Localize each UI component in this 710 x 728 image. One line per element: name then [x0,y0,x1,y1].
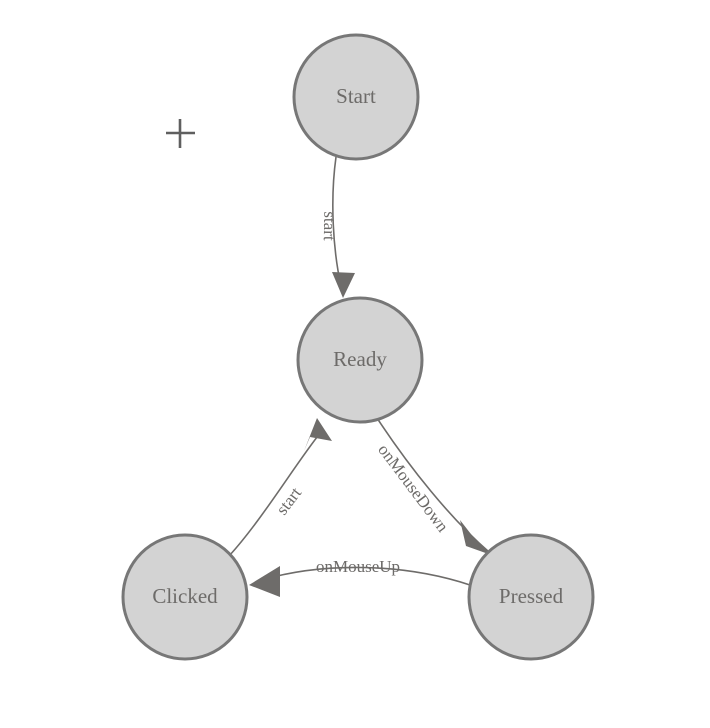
node-pressed-label: Pressed [499,584,564,608]
arrowhead-ready-to-pressed [460,520,494,556]
edge-label-start-to-ready: start [320,211,340,241]
node-start-label: Start [336,84,376,108]
arrowhead-pressed-to-clicked [249,566,280,597]
edge-path-pressed-to-clicked[interactable] [261,566,471,586]
node-ready[interactable]: Ready [296,296,424,424]
edge-pressed-to-clicked[interactable]: onMouseUp [249,557,471,597]
edge-label-ready-to-pressed: onMouseDown [374,440,453,536]
plus-crosshair-icon [166,119,195,148]
edge-ready-to-pressed[interactable]: onMouseDown [374,417,494,556]
edge-label-clicked-to-ready: start [272,483,305,518]
edge-path-ready-to-pressed[interactable] [376,417,490,553]
arrowhead-clicked-to-ready [304,418,332,451]
node-start-circle[interactable] [292,33,420,161]
node-pressed-circle[interactable] [467,533,595,661]
edge-start-to-ready[interactable]: start [320,156,355,298]
edge-label-pressed-to-clicked: onMouseUp [316,557,400,576]
node-clicked-circle[interactable] [121,533,249,661]
edge-path-clicked-to-ready[interactable] [228,431,322,557]
node-pressed[interactable]: Pressed [467,533,595,661]
node-clicked[interactable]: Clicked [121,533,249,661]
edge-clicked-to-ready[interactable]: start [228,418,332,557]
node-start[interactable]: Start [292,33,420,161]
node-ready-label: Ready [333,347,387,371]
arrowhead-start-to-ready [332,272,355,298]
node-clicked-label: Clicked [152,584,218,608]
node-ready-circle[interactable] [296,296,424,424]
